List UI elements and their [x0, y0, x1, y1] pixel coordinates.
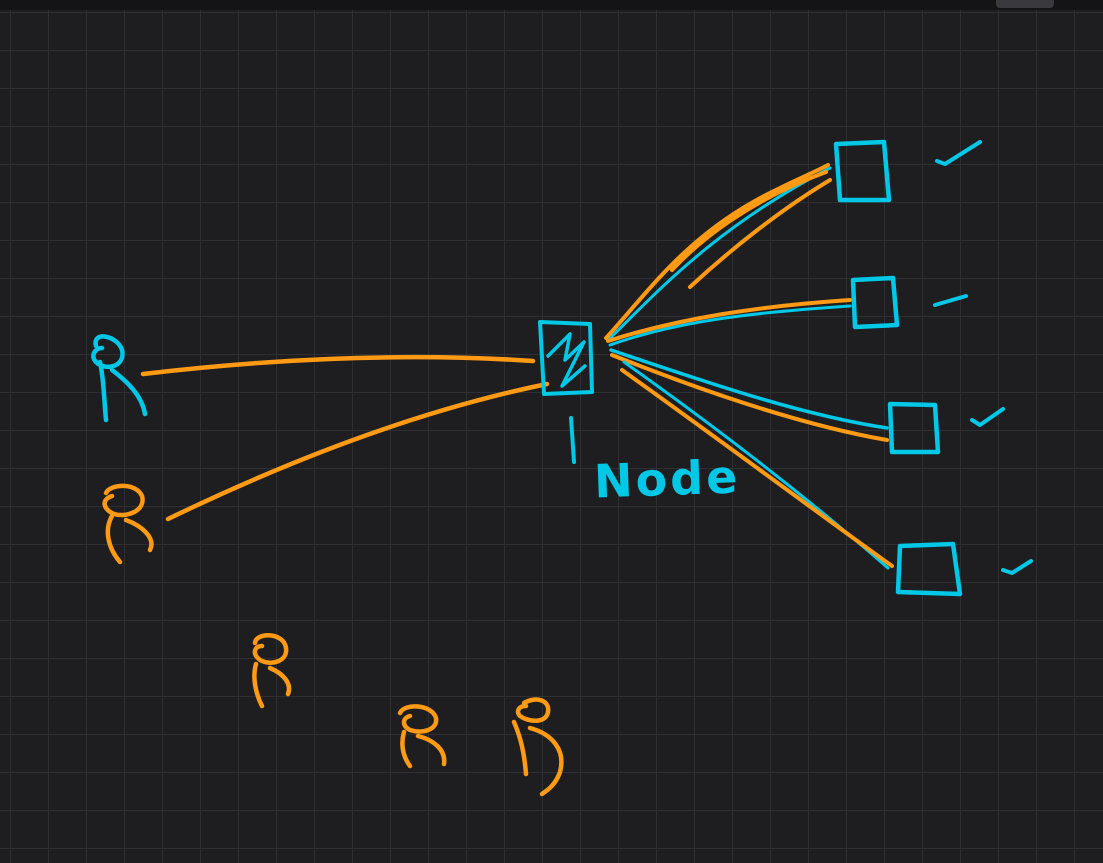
user-4-icon[interactable]	[397, 704, 447, 769]
top-toolbar	[0, 0, 1103, 10]
check-icon	[935, 140, 982, 166]
node-box[interactable]	[538, 320, 594, 464]
server-2[interactable]	[850, 275, 900, 330]
user-2-icon[interactable]	[102, 483, 154, 565]
server-4[interactable]	[895, 541, 963, 597]
checkmarks	[933, 140, 1033, 575]
server-3[interactable]	[887, 401, 941, 455]
user-3-icon[interactable]	[252, 633, 292, 709]
user-connections	[140, 354, 550, 522]
check-icon	[1001, 559, 1033, 575]
server-connections	[604, 163, 894, 570]
check-icon	[970, 407, 1005, 427]
node-label: Node	[593, 449, 742, 509]
toolbar-button[interactable]	[996, 0, 1054, 8]
user-1-icon[interactable]	[91, 334, 148, 423]
user-5-icon[interactable]	[511, 697, 564, 797]
check-icon	[933, 294, 968, 307]
server-1[interactable]	[833, 139, 892, 203]
